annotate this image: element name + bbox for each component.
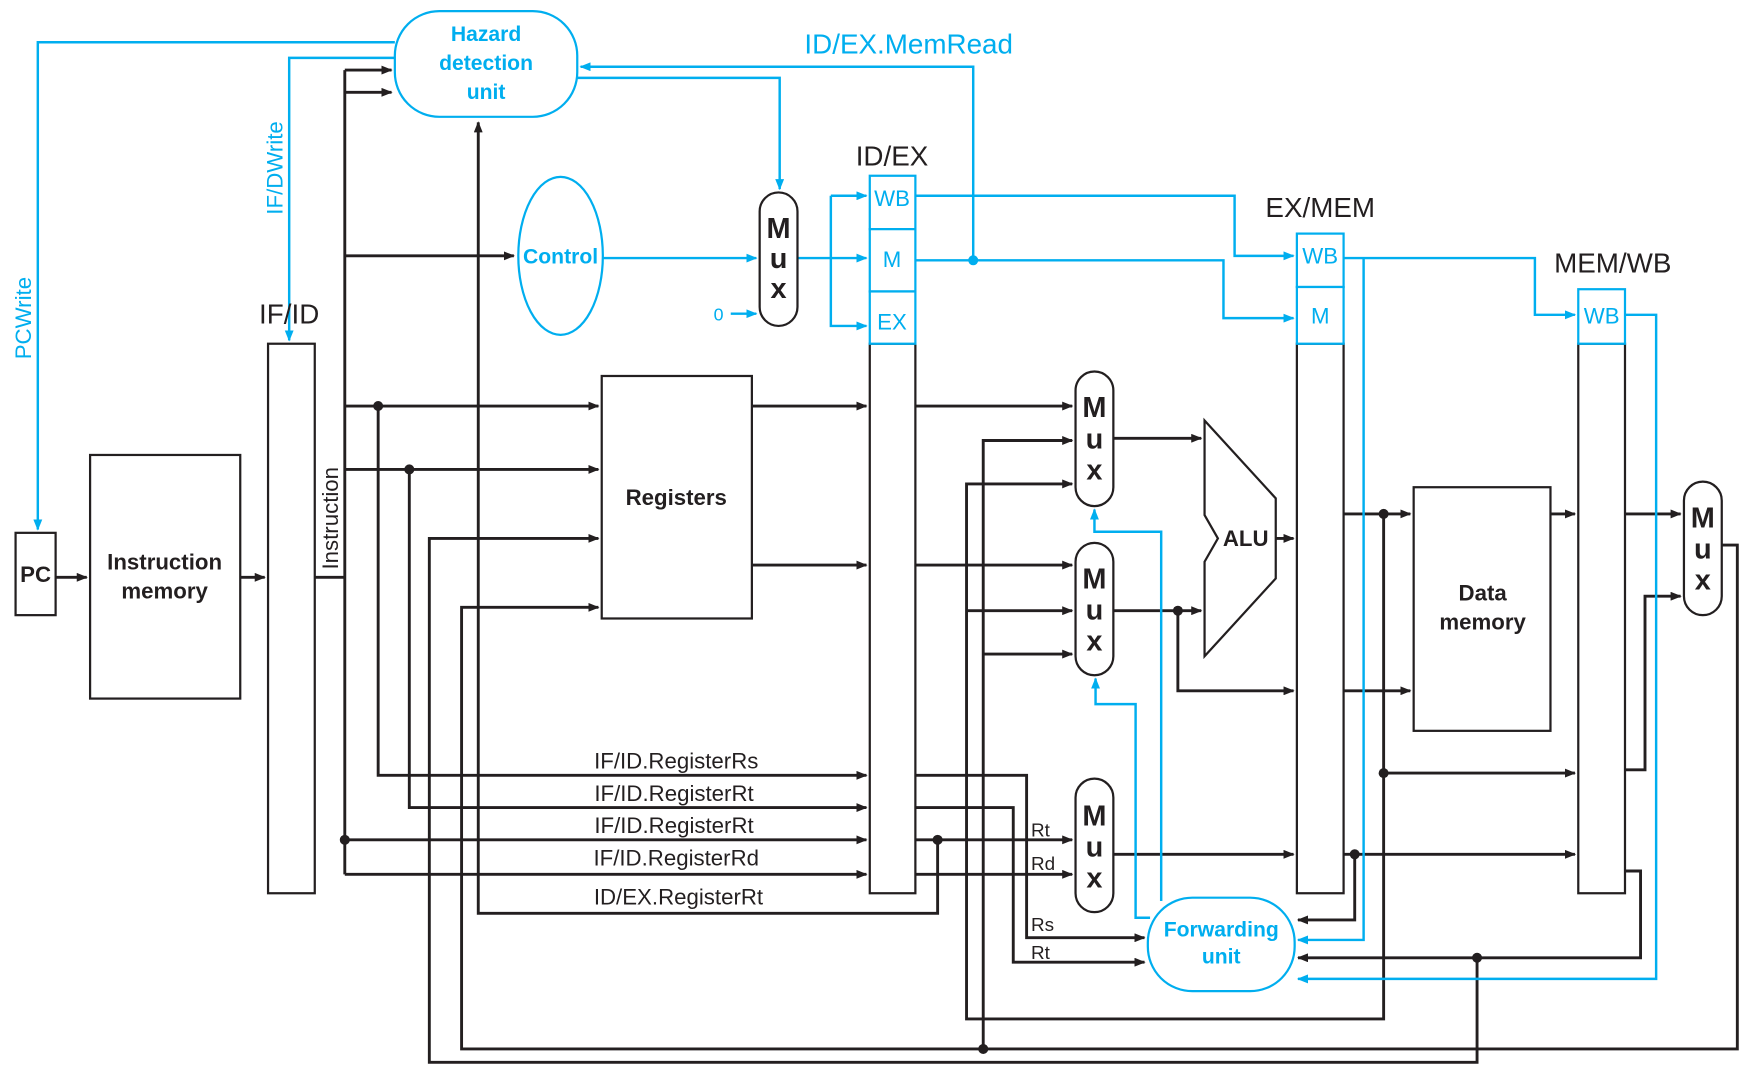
regdst-mux: M u x <box>1074 777 1115 914</box>
registers: Registers <box>600 374 753 620</box>
data-wires <box>55 65 1739 1064</box>
svg-text:Rd: Rd <box>1031 854 1055 875</box>
writeback-mux: M u x <box>1682 480 1723 617</box>
svg-text:Registers: Registers <box>626 485 727 510</box>
svg-text:Rs: Rs <box>1031 915 1054 936</box>
hazard-detection-unit: Hazard detection unit <box>393 10 579 118</box>
alu: ALU <box>1203 417 1277 660</box>
svg-text:ID/EX.RegisterRt: ID/EX.RegisterRt <box>594 884 764 909</box>
svg-text:M: M <box>1311 304 1330 329</box>
svg-text:x: x <box>1086 454 1102 486</box>
svg-text:Instruction: Instruction <box>107 550 222 575</box>
pc-label: PC <box>20 562 51 587</box>
data-memory: Data memory <box>1412 486 1552 732</box>
if-id-register: IF/ID Instruction <box>259 299 343 895</box>
ifdwrite-label: IF/DWrite <box>263 121 288 214</box>
svg-text:MEM/WB: MEM/WB <box>1554 248 1671 279</box>
svg-text:u: u <box>1086 423 1104 455</box>
svg-text:M: M <box>1691 502 1715 534</box>
control-unit: Control <box>517 175 604 336</box>
svg-text:IF/ID.RegisterRs: IF/ID.RegisterRs <box>594 749 758 774</box>
instruction-memory: Instruction memory <box>88 453 242 700</box>
svg-text:M: M <box>1082 563 1106 595</box>
svg-text:IF/ID.RegisterRt: IF/ID.RegisterRt <box>594 781 754 806</box>
svg-text:Forwarding: Forwarding <box>1164 919 1279 942</box>
svg-text:detection: detection <box>439 52 533 75</box>
svg-text:Hazard: Hazard <box>451 23 521 46</box>
ex-mem-register: WB M EX/MEM <box>1265 192 1375 895</box>
pcwrite-label: PCWrite <box>11 277 36 359</box>
svg-text:x: x <box>1695 565 1711 597</box>
svg-text:EX: EX <box>877 309 907 334</box>
svg-text:unit: unit <box>1202 945 1241 968</box>
svg-text:Rt: Rt <box>1031 821 1051 842</box>
svg-text:Rt: Rt <box>1031 943 1051 964</box>
svg-text:u: u <box>770 243 788 275</box>
control-mux: M u x <box>758 191 799 328</box>
svg-text:IF/ID: IF/ID <box>259 299 319 330</box>
svg-text:Control: Control <box>523 246 598 269</box>
forwarding-unit: Forwarding unit <box>1146 896 1296 993</box>
pc-register: PC <box>14 531 57 617</box>
svg-text:ID/EX: ID/EX <box>856 141 929 172</box>
svg-text:WB: WB <box>1584 304 1620 329</box>
svg-text:memory: memory <box>121 578 208 603</box>
mem-wb-register: WB MEM/WB <box>1554 248 1671 895</box>
svg-text:u: u <box>1086 595 1104 627</box>
svg-text:memory: memory <box>1439 610 1526 635</box>
forward-mux-b: M u x <box>1074 541 1115 677</box>
svg-text:WB: WB <box>1302 244 1338 269</box>
svg-text:M: M <box>1082 800 1106 832</box>
svg-text:unit: unit <box>467 81 506 104</box>
svg-text:IF/ID.RegisterRd: IF/ID.RegisterRd <box>593 845 759 870</box>
svg-text:M: M <box>767 213 791 245</box>
svg-text:x: x <box>771 273 787 305</box>
control-wires <box>33 41 1658 984</box>
svg-text:IF/ID.RegisterRt: IF/ID.RegisterRt <box>594 813 754 838</box>
id-ex-register: WB M EX ID/EX <box>856 141 929 895</box>
svg-text:u: u <box>1086 832 1104 864</box>
instruction-label: Instruction <box>318 467 343 570</box>
svg-text:x: x <box>1086 863 1102 895</box>
svg-text:ALU: ALU <box>1223 526 1269 551</box>
forward-mux-a: M u x <box>1074 370 1115 508</box>
svg-text:u: u <box>1694 533 1712 565</box>
zero-label: 0 <box>714 304 724 324</box>
svg-text:EX/MEM: EX/MEM <box>1265 192 1375 223</box>
svg-text:M: M <box>1082 392 1106 424</box>
svg-text:M: M <box>883 247 902 272</box>
svg-text:Data: Data <box>1459 581 1508 606</box>
svg-text:x: x <box>1086 626 1102 658</box>
svg-text:WB: WB <box>874 186 910 211</box>
register-field-labels: IF/ID.RegisterRs IF/ID.RegisterRt IF/ID.… <box>593 749 1055 964</box>
memread-label: ID/EX.MemRead <box>804 28 1013 59</box>
